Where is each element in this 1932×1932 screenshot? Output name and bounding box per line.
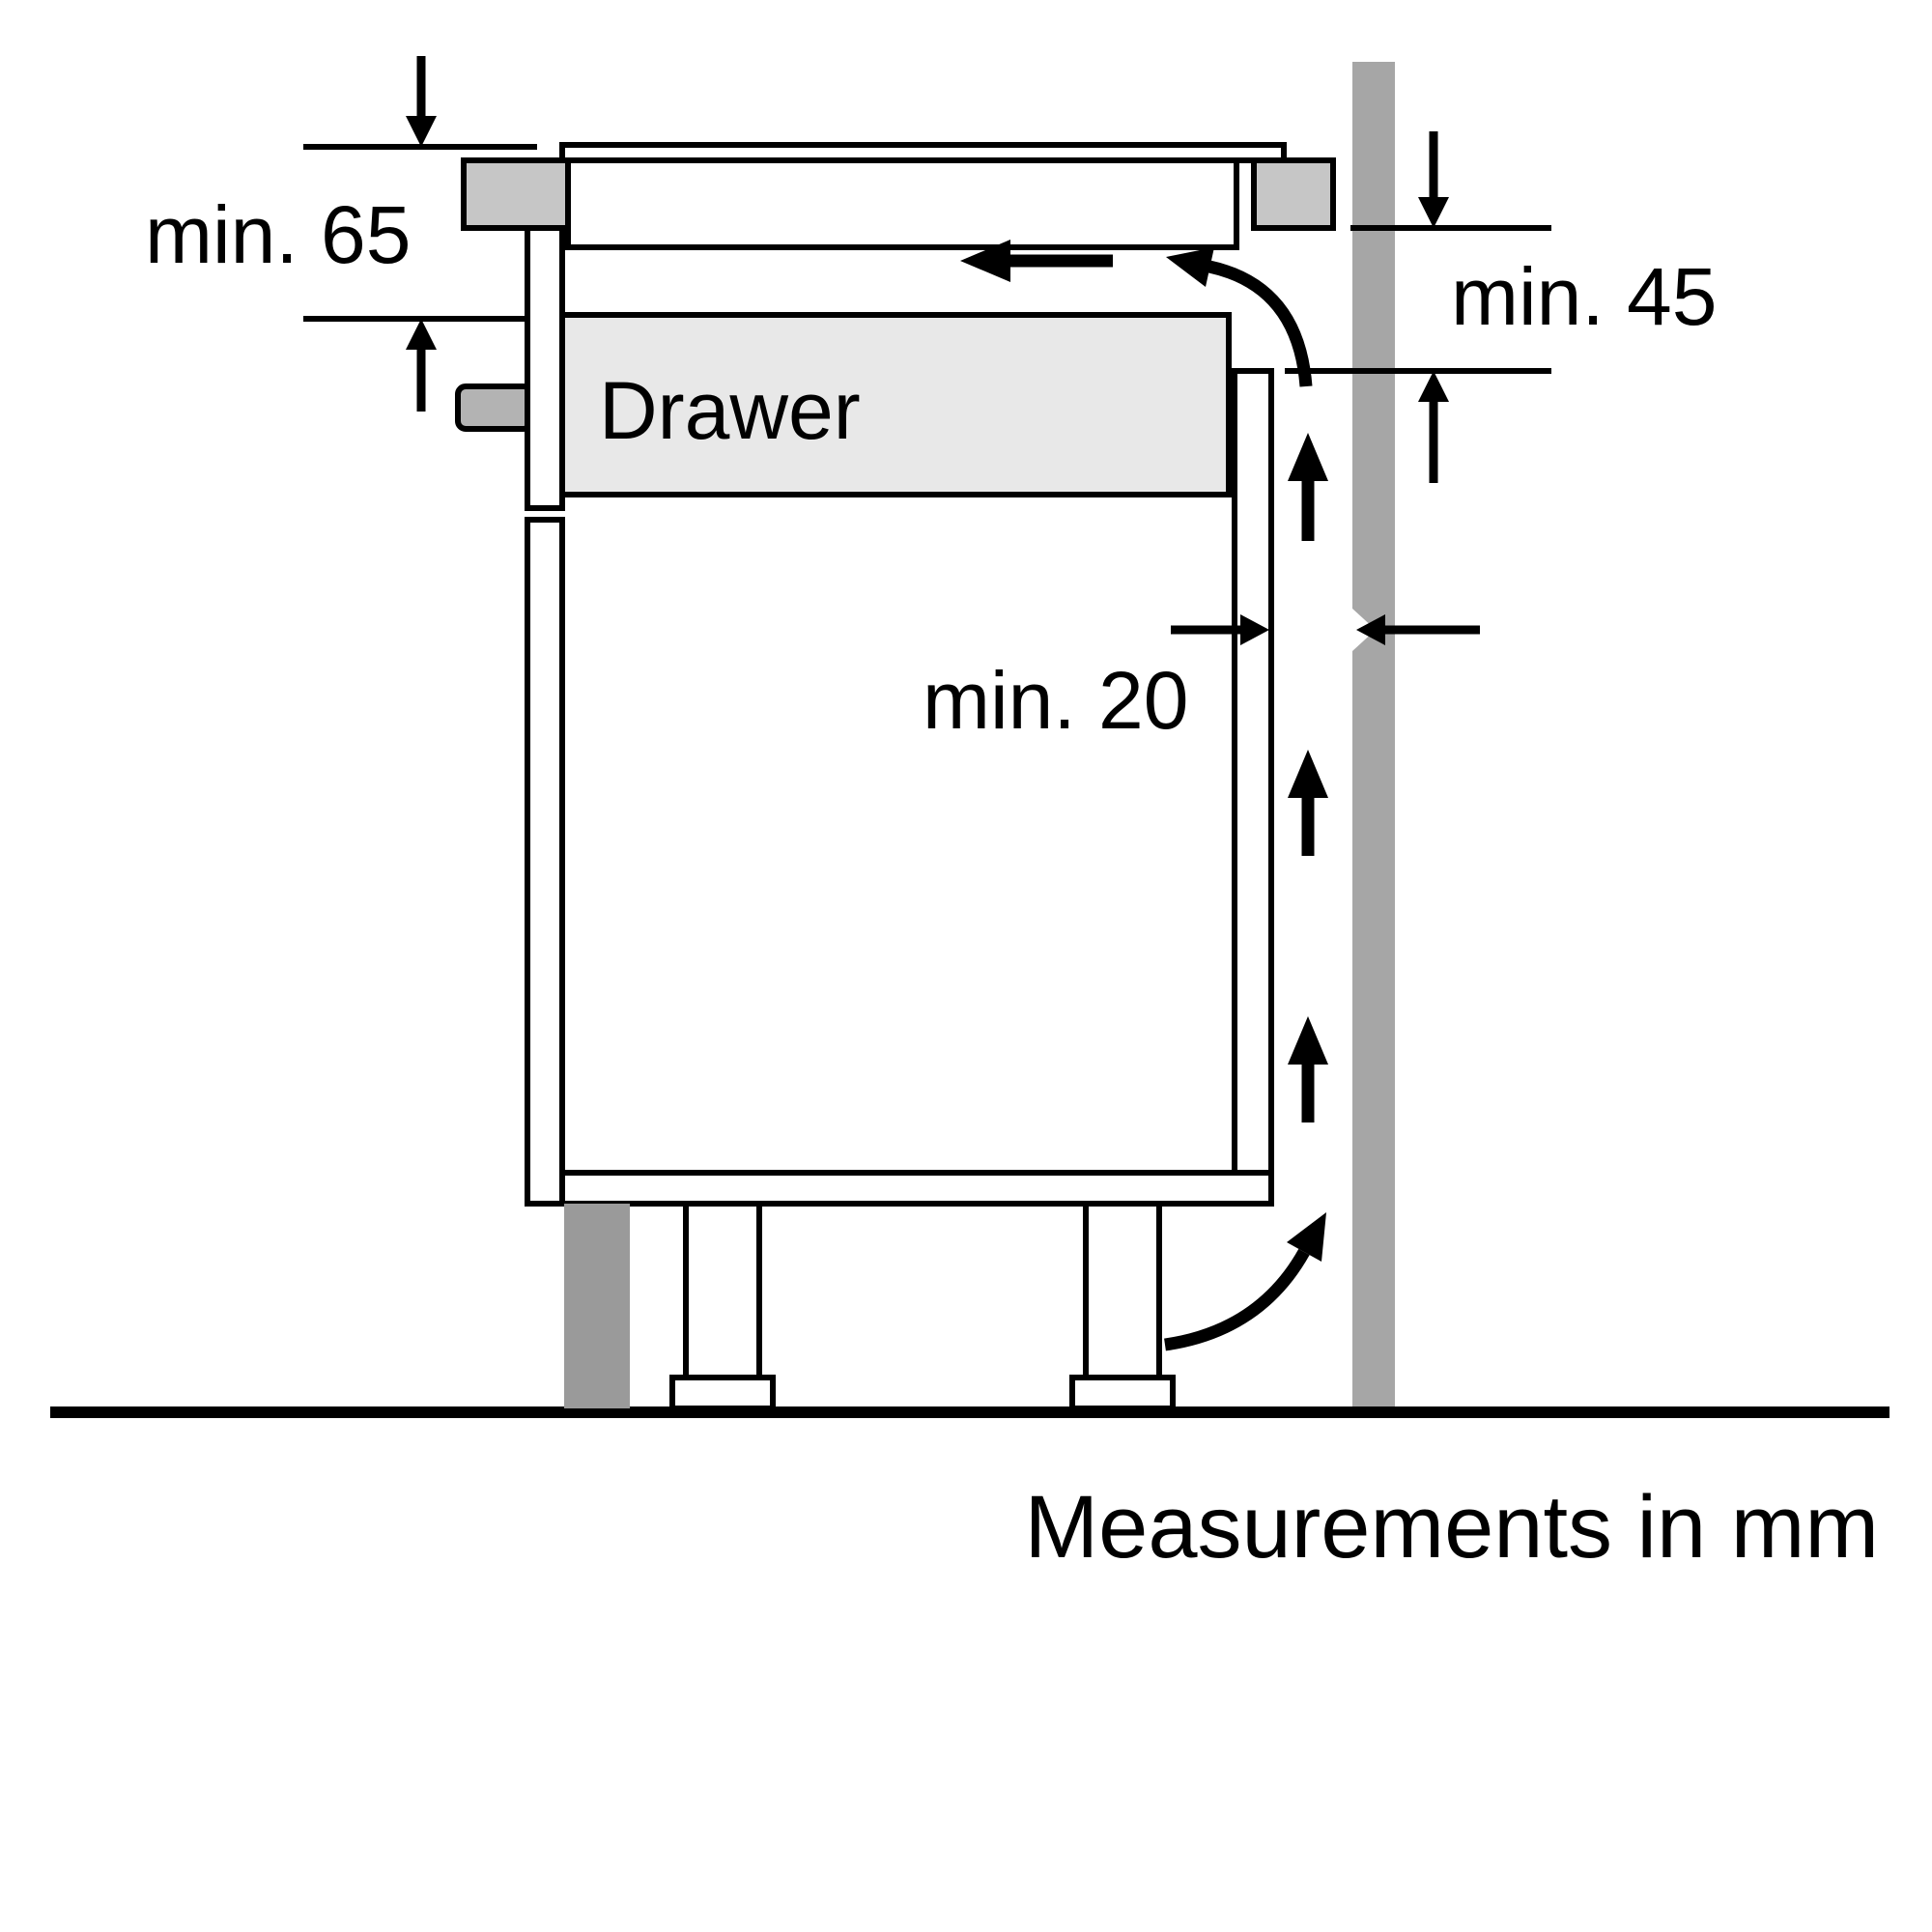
worktop-left-section: [461, 157, 571, 231]
cabinet-bottom-panel: [525, 1170, 1274, 1207]
drawer: Drawer: [559, 312, 1232, 497]
dim20-left-arrow-icon: [1356, 614, 1385, 645]
dim65-up-arrow-icon: [406, 319, 437, 350]
dimension-min65: min. 65: [145, 56, 537, 412]
airflow-up1-arrow-icon: [1288, 433, 1328, 481]
cabinet-leg-left: [683, 1201, 762, 1380]
airflow-arrows: [960, 240, 1328, 1351]
drawer-label: Drawer: [599, 365, 861, 456]
cabinet-foot-left: [669, 1375, 776, 1411]
airflow-top-curve: [1208, 260, 1313, 387]
airflow-up3-arrow-icon: [1288, 1016, 1328, 1065]
airflow-bottom-curve-arrow-icon: [1287, 1212, 1326, 1262]
airflow-top-curve-arrow-icon: [1166, 247, 1214, 287]
dim65-label: min. 65: [145, 189, 411, 280]
cabinet-leg-right: [1083, 1201, 1162, 1380]
hob-glass: [559, 142, 1287, 163]
drawer-front: [559, 312, 1232, 497]
dimension-min45: min. 45: [1285, 131, 1717, 483]
airflow-bottom-curve: [1164, 1248, 1310, 1351]
dim20-label: min. 20: [923, 655, 1188, 746]
plinth-panel: [564, 1204, 630, 1408]
dim20-right-arrow-icon: [1240, 614, 1269, 645]
cabinet-left-panel-lower: [525, 517, 565, 1207]
dim45-up-arrow-icon: [1418, 371, 1449, 402]
cabinet-left-panel-upper: [525, 225, 565, 511]
airflow-left-arrow-icon: [960, 240, 1010, 282]
countertop-assembly: [461, 142, 1336, 250]
base-legs: [564, 1201, 1176, 1411]
dimension-min20: min. 20: [923, 609, 1480, 746]
footer-note: Measurements in mm: [1025, 1478, 1879, 1577]
wall: [1352, 62, 1395, 1410]
junction-box: [455, 384, 534, 432]
dim45-label: min. 45: [1451, 251, 1717, 342]
cabinet: [455, 225, 1274, 1207]
cabinet-foot-right: [1069, 1375, 1176, 1411]
hob-body: [565, 157, 1239, 250]
cabinet-back-panel: [1232, 368, 1274, 1176]
airflow-up2-arrow-icon: [1288, 750, 1328, 798]
worktop-right-section: [1251, 157, 1336, 231]
dim45-down-arrow-icon: [1418, 197, 1449, 228]
dim65-down-arrow-icon: [406, 116, 437, 147]
